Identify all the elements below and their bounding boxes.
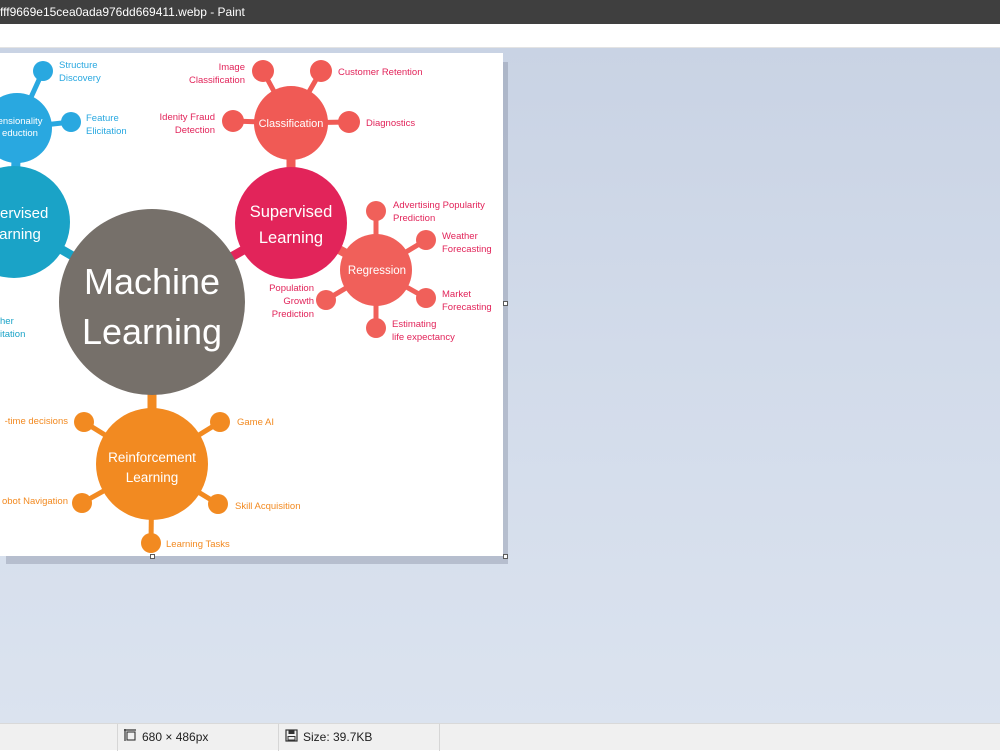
market-forecasting-line1: Market [442,289,471,300]
image-classification-dot [252,60,274,82]
life-expectancy-dot [366,318,386,338]
file-size-item: Size: 39.7KB [285,724,372,750]
resize-handle-right[interactable] [503,301,508,306]
image-classification-line1: Image [219,62,245,73]
weather-forecasting-dot [416,230,436,250]
weather-forecasting-line1: Weather [442,231,478,242]
core-label-2: Learning [82,311,222,352]
image-dimensions-text: 680 × 486px [142,730,209,744]
mind-map-diagram: ensionality eduction Structure Discovery… [0,60,492,553]
market-forecasting-line2: Forecasting [442,302,492,313]
file-size-text: Size: 39.7KB [303,730,373,744]
supervised-label-1: Supervised [250,203,333,221]
machine-learning-core-node [59,209,245,395]
window-title: fff9669e15cea0ada976dd669411.webp - Pain… [0,5,245,19]
unsupervised-label-1: pervised [0,205,48,222]
resize-handle-bottom[interactable] [150,554,155,559]
resize-handle-corner[interactable] [503,554,508,559]
weather-forecasting-line2: Forecasting [442,244,492,255]
population-growth-line3: Prediction [272,309,314,320]
population-growth-dot [316,290,336,310]
skill-acquisition-text: Skill Acquisition [235,501,300,512]
classification-node [254,86,328,160]
realtime-decisions-dot [74,412,94,432]
diagnostics-dot [338,111,360,133]
advertising-popularity-dot [366,201,386,221]
game-ai-dot [210,412,230,432]
supervised-learning-node [235,167,347,279]
reinforcement-learning-node [96,408,208,520]
feature-elicitation-line2: Elicitation [86,126,127,137]
identity-fraud-dot [222,110,244,132]
customer-retention-dot [310,60,332,82]
regression-node [340,234,412,306]
save-disk-icon [285,725,298,751]
structure-discovery-line1: Structure [59,60,98,71]
life-expectancy-line2: life expectancy [392,332,455,343]
feature-elicitation-line1: Feature [86,113,119,124]
structure-discovery-line2: Discovery [59,73,101,84]
reinforcement-label-1: Reinforcement [108,450,196,465]
classification-label: Classification [259,118,324,130]
ribbon-toolbar [0,24,1000,48]
feature-elicitation-dot [61,112,81,132]
skill-acquisition-dot [208,494,228,514]
regression-label: Regression [348,265,406,277]
population-growth-line2: Growth [283,296,314,307]
status-bar: 680 × 486px Size: 39.7KB [0,723,1000,751]
market-forecasting-dot [416,288,436,308]
advertising-popularity-line2: Prediction [393,213,435,224]
life-expectancy-line1: Estimating [392,319,436,330]
dimred-label-1: ensionality [0,116,43,127]
learning-tasks-dot [141,533,161,553]
unsupervised-leaf-line2: itation [0,329,25,340]
image-dimensions-item: 680 × 486px [123,724,208,750]
population-growth-line1: Population [269,283,314,294]
dimred-label-2: eduction [2,128,38,139]
image-canvas[interactable]: ensionality eduction Structure Discovery… [0,53,503,556]
dimensionality-reduction-node [0,93,52,163]
status-separator [278,724,279,751]
unsupervised-label-2: arning [0,226,41,243]
identity-fraud-line1: Idenity Fraud [160,112,215,123]
status-separator [117,724,118,751]
status-separator [439,724,440,751]
canvas-workspace[interactable]: ensionality eduction Structure Discovery… [0,48,1000,723]
unsupervised-learning-node [0,166,70,278]
game-ai-text: Game AI [237,417,274,428]
unsupervised-leaf-line1: her [0,316,14,327]
image-classification-line2: Classification [189,75,245,86]
reinforcement-label-2: Learning [126,470,179,485]
customer-retention-text: Customer Retention [338,67,422,78]
identity-fraud-line2: Detection [175,125,215,136]
learning-tasks-text: Learning Tasks [166,539,230,550]
core-label-1: Machine [84,261,220,302]
title-bar: fff9669e15cea0ada976dd669411.webp - Pain… [0,0,1000,24]
advertising-popularity-line1: Advertising Popularity [393,200,485,211]
diagnostics-text: Diagnostics [366,118,415,129]
structure-discovery-dot [33,61,53,81]
realtime-decisions-text: -time decisions [5,416,69,427]
supervised-label-2: Learning [259,229,323,247]
robot-navigation-dot [72,493,92,513]
dimensions-icon [123,725,137,751]
robot-navigation-text: obot Navigation [2,496,68,507]
